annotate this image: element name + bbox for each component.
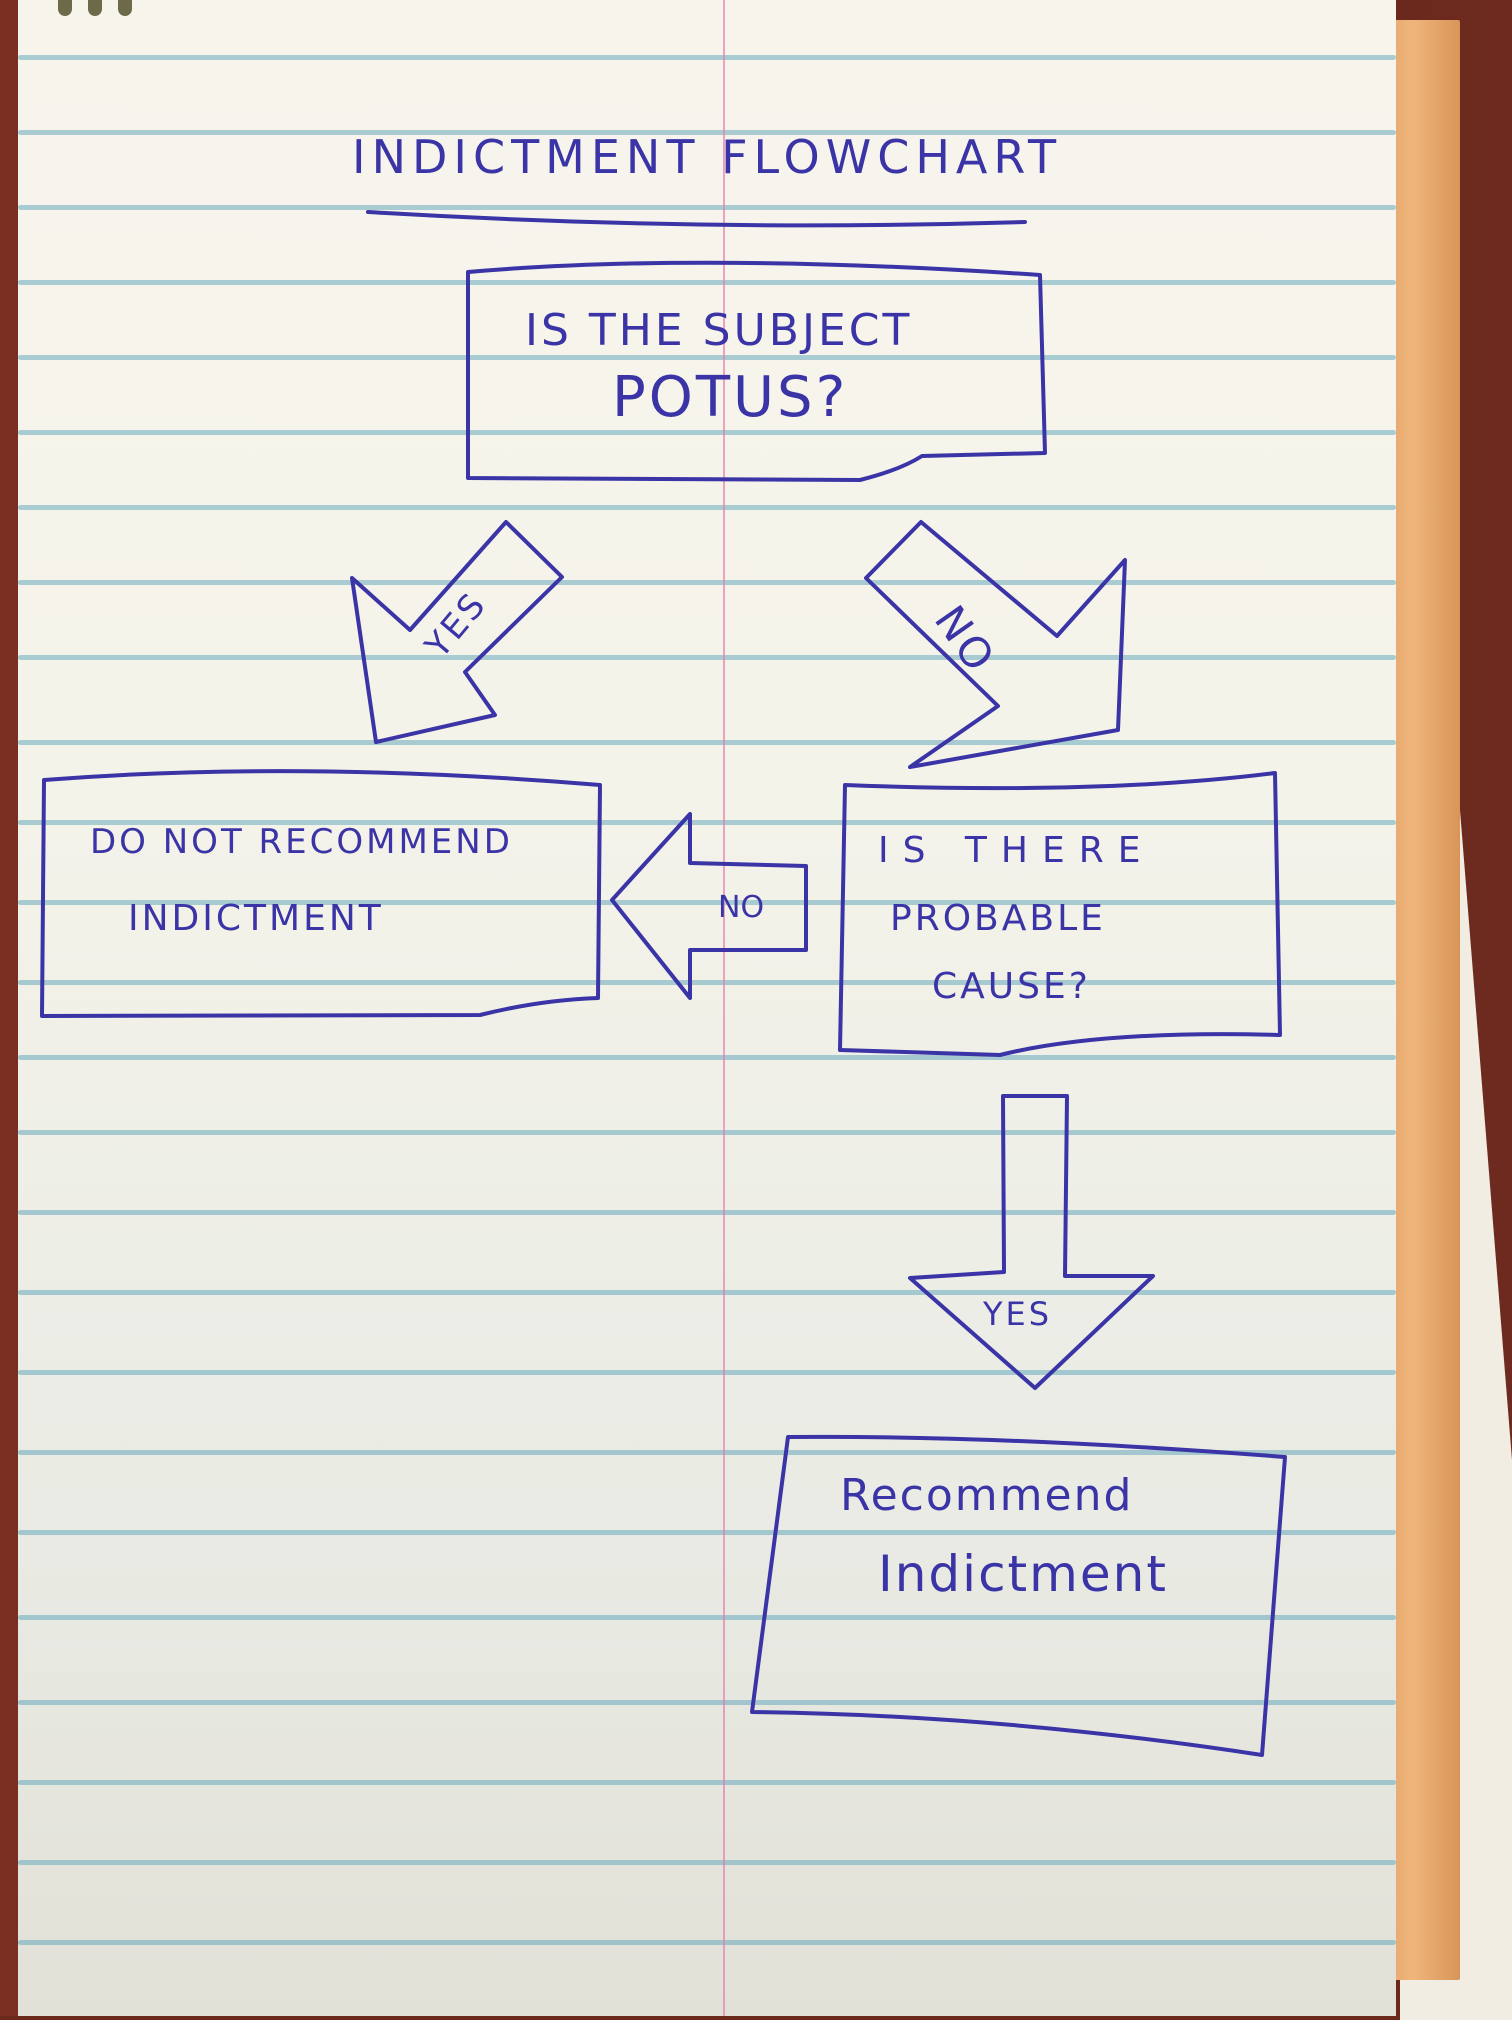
- do-not-recommend-line2: INDICTMENT: [128, 898, 384, 939]
- margin-line: [723, 0, 725, 2016]
- probable-cause-line2: PROBABLE: [890, 898, 1106, 939]
- do-not-recommend-box: [40, 769, 602, 1018]
- recommend-line1: Recommend: [840, 1470, 1134, 1521]
- probable-cause-line1: IS THERE: [878, 830, 1155, 871]
- probable-cause-box: [838, 771, 1282, 1057]
- binding-ring: [58, 0, 72, 16]
- recommend-line2: Indictment: [878, 1545, 1168, 1603]
- title-underline: [366, 210, 1027, 228]
- probable-cause-line3: CAUSE?: [932, 966, 1091, 1007]
- binding-ring: [118, 0, 132, 16]
- binding-ring: [88, 0, 102, 16]
- do-not-recommend-line1: DO NOT RECOMMEND: [90, 822, 513, 862]
- yes-arrow-cause: [908, 1094, 1155, 1390]
- no-arrow-potus: [864, 520, 1127, 769]
- yes-arrow-potus: [350, 520, 564, 744]
- no-arrow-cause: [610, 812, 808, 1000]
- recommend-box: [750, 1434, 1287, 1757]
- legal-pad-page: [18, 0, 1396, 2016]
- edge-label-cause-no: NO: [718, 890, 765, 925]
- start-box: [466, 260, 1047, 482]
- edge-label-cause-yes: YES: [983, 1295, 1053, 1333]
- start-node-line2: POTUS?: [612, 365, 849, 430]
- start-node-line1: IS THE SUBJECT: [525, 305, 913, 356]
- page-title: INDICTMENT FLOWCHART: [352, 130, 1063, 184]
